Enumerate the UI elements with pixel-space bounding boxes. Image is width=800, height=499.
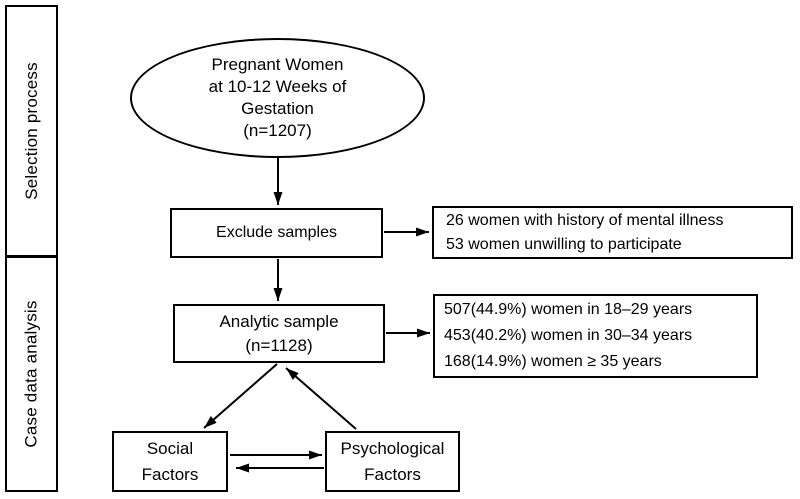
node-text-line: (n=1207) (243, 121, 312, 140)
node-social-factors: Social Factors (112, 431, 228, 492)
node-text-line: 507(44.9%) women in 18–29 years (444, 301, 693, 318)
node-text-line: Factors (364, 464, 421, 484)
sidebar-label-case-data-analysis: Case data analysis (21, 300, 41, 448)
node-psychological-factors: Psychological Factors (325, 431, 460, 492)
node-exclude-samples: Exclude samples (170, 208, 383, 258)
node-text-line: at 10-12 Weeks of (208, 77, 347, 96)
node-text-line: 53 women unwilling to participate (446, 235, 682, 253)
sidebar-label-selection-process: Selection process (21, 62, 41, 200)
node-exclusion-details: 26 women with history of mental illness … (432, 206, 793, 259)
node-text-line: Gestation (241, 99, 314, 118)
node-text-line: (n=1128) (245, 335, 313, 355)
arrow-psych-to-analytic (285, 367, 357, 430)
sidebar-section-selection-process: Selection process (5, 5, 58, 257)
node-text-line: 26 women with history of mental illness (446, 211, 724, 229)
node-analytic-sample: Analytic sample (n=1128) (173, 304, 385, 363)
node-text-line: 168(14.9%) women ≥ 35 years (444, 353, 662, 370)
node-age-details: 507(44.9%) women in 18–29 years 453(40.2… (433, 294, 758, 378)
node-text-line: 453(40.2%) women in 30–34 years (444, 327, 693, 344)
node-text-line: Factors (141, 464, 199, 484)
node-pregnant-women-ellipse: Pregnant Women at 10-12 Weeks of Gestati… (130, 38, 425, 158)
sidebar-section-case-data-analysis: Case data analysis (5, 256, 58, 492)
node-text-line: Exclude samples (216, 224, 337, 241)
node-text-line: Pregnant Women (211, 55, 344, 74)
arrow-analytic-to-social (203, 363, 278, 429)
node-text-line: Psychological (340, 438, 445, 458)
node-text-line: Analytic sample (219, 311, 339, 331)
node-text-line: Social (146, 438, 194, 458)
